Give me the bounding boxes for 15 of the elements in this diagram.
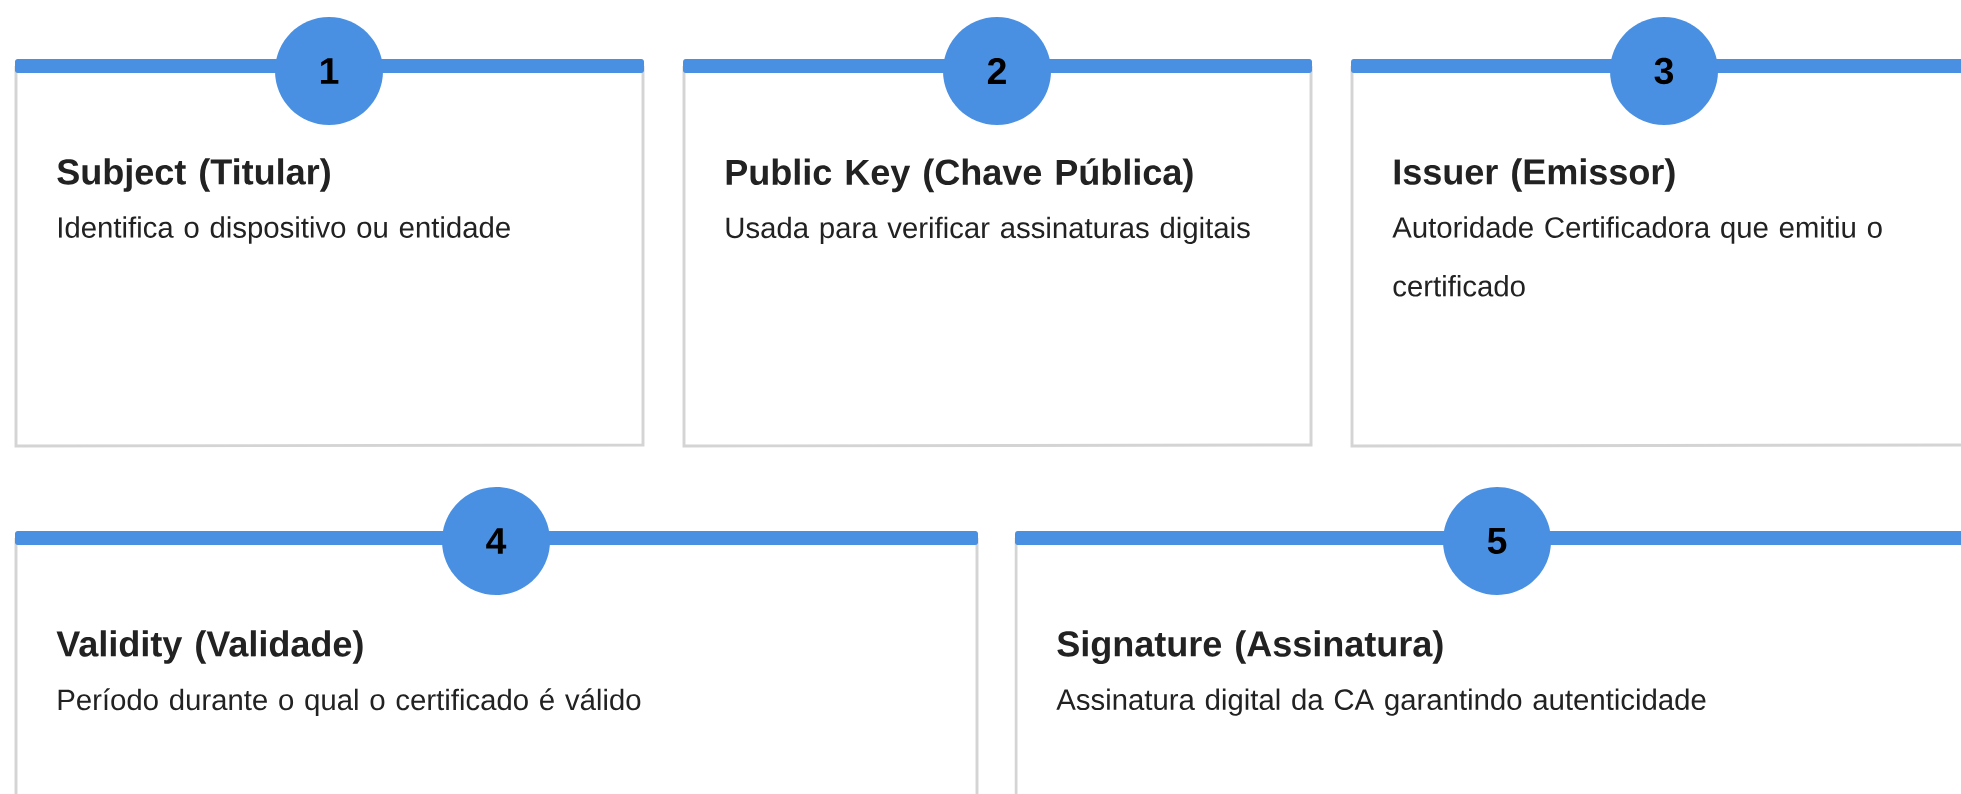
number-badge: 2: [943, 17, 1051, 125]
card-description: Usada para verificar assinaturas digitais: [726, 216, 1250, 244]
number-badge: 5: [1443, 487, 1551, 595]
card-title: Signature (Assinatura): [1057, 630, 1443, 664]
card-description: Assinatura digital da CA garantindo autenticidade: [1056, 688, 1706, 716]
number-badge: 3: [1610, 17, 1718, 125]
card-title: Issuer (Emissor): [1394, 158, 1675, 192]
card-title: Public Key (Chave Pública): [726, 158, 1193, 193]
card-title: Validity (Validade): [56, 630, 363, 664]
number-badge: 4: [442, 487, 550, 595]
card-description: Identifica o dispositivo ou entidade: [58, 216, 510, 244]
number-badge: 1: [275, 17, 383, 125]
card-description: Autoridade Certificadora que emitiu o certificado: [1392, 216, 1882, 297]
card-description: Período durante o qual o certificado é válido: [58, 688, 641, 717]
card-title: Subject (Titular): [57, 158, 330, 192]
